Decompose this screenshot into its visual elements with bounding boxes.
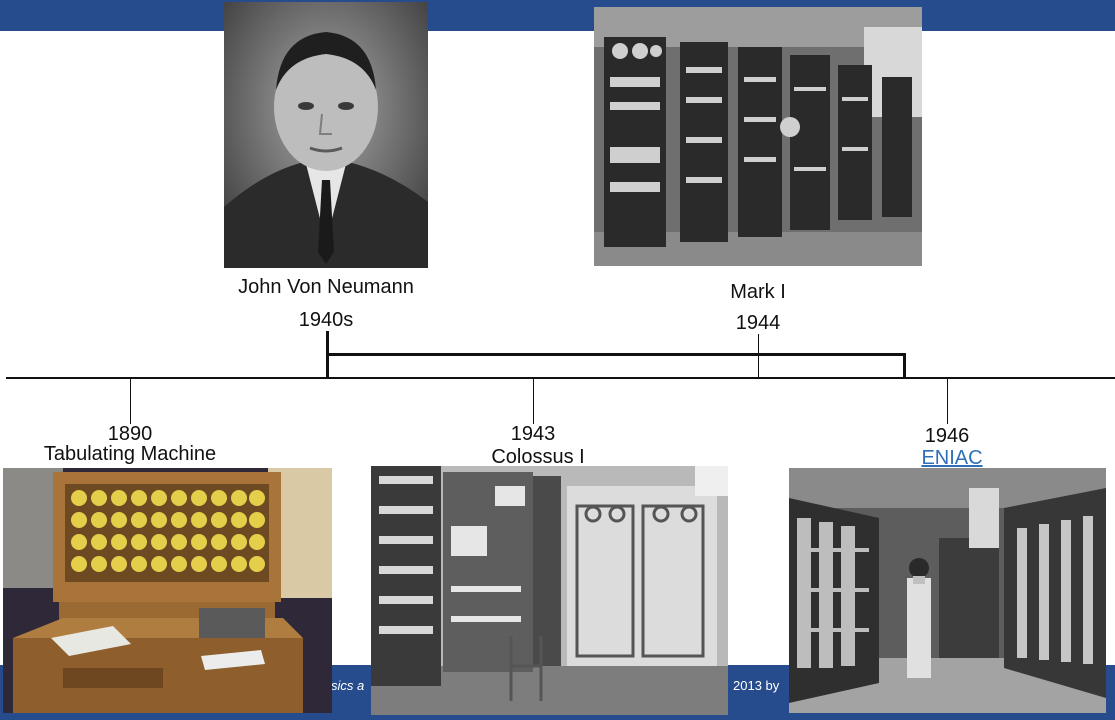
eniac-photo	[789, 468, 1106, 713]
eniac-link[interactable]: ENIAC	[921, 447, 983, 469]
eniac-year: 1946	[924, 425, 970, 447]
timeline-tick-1946	[947, 378, 948, 424]
von-neumann-portrait-photo	[224, 2, 428, 268]
tabulating-machine-name: Tabulating Machine	[43, 443, 217, 465]
tabulating-machine-photo	[3, 468, 332, 713]
footer-text-right: 2013 by	[733, 678, 780, 693]
colossus-photo	[371, 466, 728, 715]
footer-text-left: sics a	[331, 678, 365, 693]
header-band	[0, 0, 1115, 31]
timeline-tick-1944	[758, 334, 759, 378]
timeline-tick-1943	[533, 378, 534, 424]
timeline-range-bracket	[326, 353, 906, 356]
colossus-year: 1943	[510, 423, 556, 445]
colossus-name: Colossus I	[491, 446, 585, 468]
mark-i-photo	[594, 7, 922, 266]
von-neumann-year: 1940s	[298, 309, 354, 331]
mark-i-year: 1944	[735, 312, 781, 334]
timeline-axis	[6, 377, 1115, 379]
timeline-tick-1890	[130, 378, 131, 424]
tabulating-machine-year: 1890	[107, 423, 153, 445]
von-neumann-name: John Von Neumann	[238, 276, 414, 298]
mark-i-name: Mark I	[730, 281, 786, 303]
timeline-bracket-end	[903, 353, 906, 379]
